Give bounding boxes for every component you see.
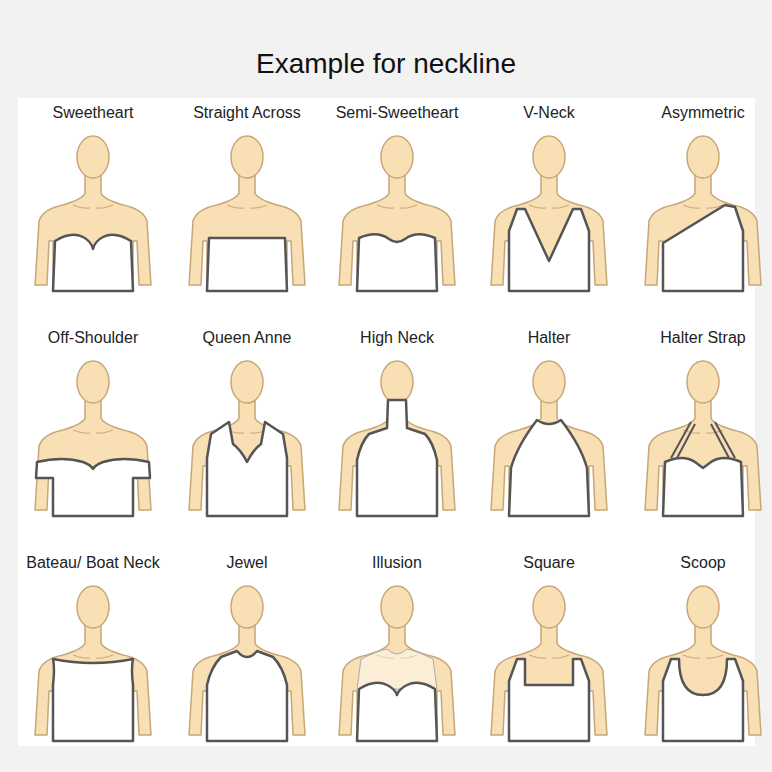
mannequin-queen-anne <box>189 361 305 516</box>
mannequin-straight <box>189 136 305 291</box>
neckline-name: Scoop <box>680 554 725 572</box>
neckline-name: Illusion <box>372 554 422 572</box>
neckline-name: Halter Strap <box>660 329 745 347</box>
neckline-name: Straight Across <box>193 104 301 122</box>
mannequin-sweetheart <box>35 136 151 291</box>
neckline-name: Jewel <box>227 554 268 572</box>
neckline-name: Square <box>523 554 575 572</box>
mannequin-halter-strap <box>645 361 761 516</box>
mannequin-illusion <box>339 586 455 741</box>
mannequin-off-shoulder <box>35 361 151 516</box>
neckline-name: Queen Anne <box>203 329 292 347</box>
mannequin-square <box>491 586 607 741</box>
mannequin-high-neck <box>339 361 455 516</box>
mannequin-asymmetric <box>645 136 761 291</box>
mannequin-vneck <box>491 136 607 291</box>
neckline-name: Off-Shoulder <box>48 329 138 347</box>
neckline-name: Halter <box>528 329 571 347</box>
mannequin-scoop <box>645 586 761 741</box>
neckline-name: V-Neck <box>523 104 575 122</box>
neckline-name: Bateau/ Boat Neck <box>26 554 159 572</box>
mannequin-semi-sweetheart <box>339 136 455 291</box>
neckline-name: Asymmetric <box>661 104 745 122</box>
mannequin-jewel <box>189 586 305 741</box>
neckline-name: Sweetheart <box>53 104 134 122</box>
neckline-name: High Neck <box>360 329 434 347</box>
neckline-name: Semi-Sweetheart <box>336 104 459 122</box>
mannequin-bateau <box>35 586 151 741</box>
mannequin-halter <box>491 361 607 516</box>
page-title: Example for neckline <box>0 48 772 80</box>
